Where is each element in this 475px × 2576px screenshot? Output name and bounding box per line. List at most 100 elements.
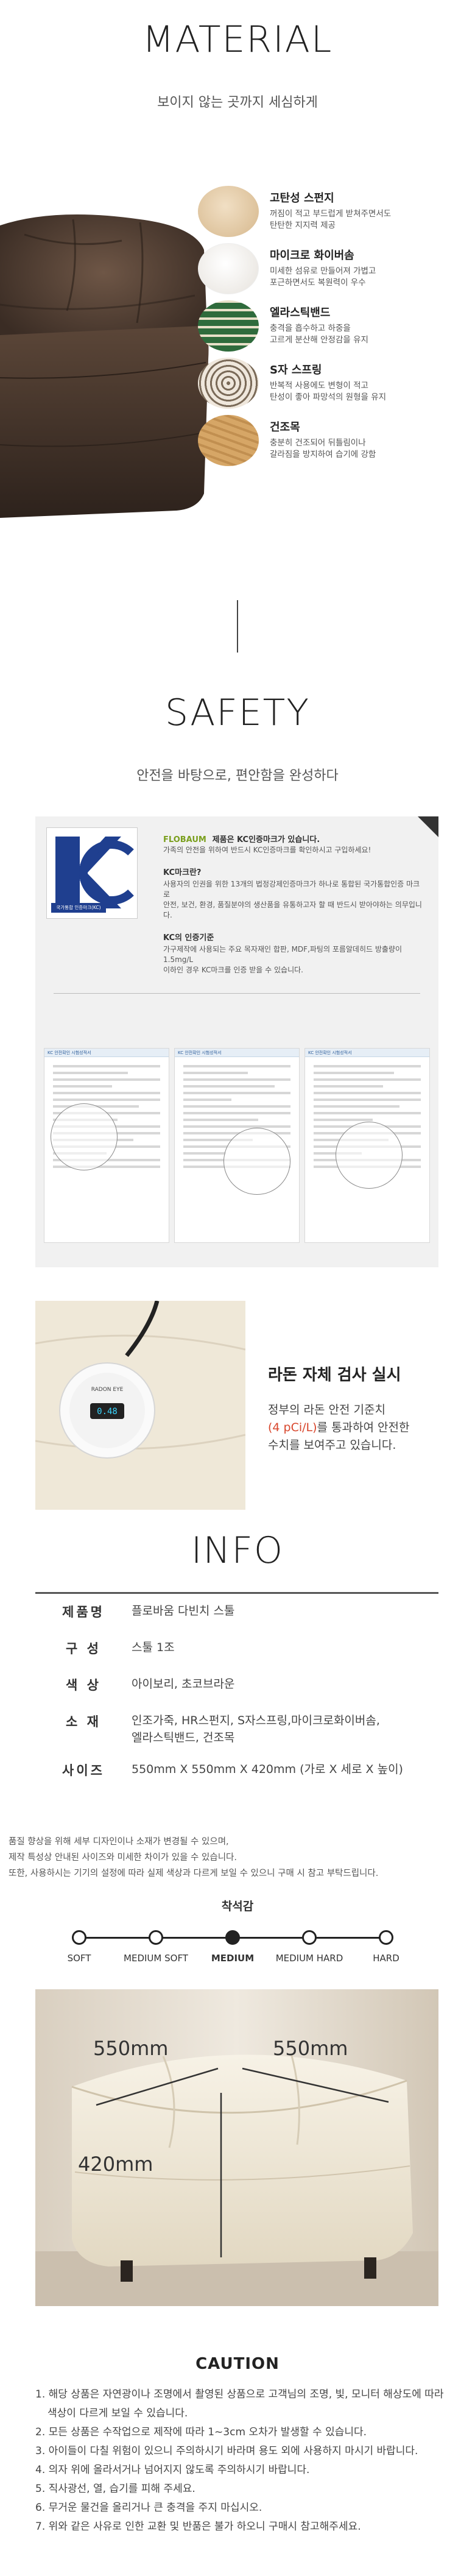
comfort-level-label: MEDIUM: [211, 1953, 255, 1964]
material-list: 고탄성 스펀지 꺼짐이 적고 부드럽게 받쳐주면서도 탄탄한 지지력 제공 마이…: [198, 186, 460, 472]
info-notice: 품질 향상을 위해 세부 디자인이나 소재가 변경될 수 있으며, 제작 특성상…: [9, 1834, 471, 1881]
material-desc: 꺼짐이 적고 부드럽게 받쳐주면서도: [270, 209, 392, 219]
notice-line: 제작 특성상 안내된 사이즈와 미세한 차이가 있을 수 있습니다.: [9, 1853, 237, 1863]
info-top-rule: [35, 1592, 438, 1594]
caution-item: 5. 직사광선, 열, 습기를 피해 주세요.: [35, 2483, 195, 2495]
dried-wood-icon: [198, 415, 259, 466]
radon-title: 라돈 자체 검사 실시: [268, 1366, 401, 1384]
safety-title: SAFETY: [165, 692, 310, 734]
corner-decoration: [418, 816, 438, 837]
material-name: S자 스프링: [270, 364, 322, 377]
elastic-band-icon: [198, 300, 259, 352]
info-row: 제품명 플로바움 다빈치 스툴: [35, 1602, 438, 1639]
info-key: 소 재: [66, 1714, 101, 1729]
info-table: 제품명 플로바움 다빈치 스툴 구 성 스툴 1조 색 상 아이보리, 초코브라…: [35, 1602, 438, 1791]
info-key: 구 성: [66, 1641, 101, 1656]
kc-headline-sub: 가족의 안전을 위하여 반드시 KC인증마크를 확인하시고 구입하세요!: [163, 846, 371, 854]
material-item: 엘라스틱밴드 충격을 흡수하고 하중을 고르게 분산해 안정감을 유지: [198, 300, 460, 358]
material-name: 엘라스틱밴드: [270, 306, 331, 319]
material-name: 건조목: [270, 421, 300, 434]
material-desc: 반복적 사용에도 변형이 적고: [270, 381, 368, 391]
material-title: MATERIAL: [142, 18, 333, 61]
height-label: 420mm: [78, 2153, 153, 2176]
info-key: 색 상: [66, 1678, 101, 1693]
info-value: 엘라스틱밴드, 건조목: [132, 1731, 235, 1744]
magnifier-icon: [51, 1103, 118, 1170]
certificate-document: KC 안전확인 시험성적서: [174, 1048, 300, 1243]
comfort-level-dot: [72, 1930, 86, 1945]
caution-item: 7. 위와 같은 사유로 인한 교환 및 반품은 불가 하오니 구매시 참고해주…: [35, 2521, 361, 2533]
material-desc: 포근하면서도 복원력이 우수: [270, 278, 366, 288]
caution-item: 4. 의자 위에 올라서거나 넘어지지 않도록 주의하시기 바랍니다.: [35, 2464, 310, 2476]
kc-caption: 국가통합 인증마크(KC): [51, 903, 106, 913]
material-item: 고탄성 스펀지 꺼짐이 적고 부드럽게 받쳐주면서도 탄탄한 지지력 제공: [198, 186, 460, 243]
info-row: 색 상 아이보리, 초코브라운: [35, 1675, 438, 1712]
material-item: 마이크로 화이버솜 미세한 섬유로 만들어져 가볍고 포근하면서도 복원력이 우…: [198, 243, 460, 300]
info-key: 사이즈: [62, 1763, 105, 1778]
fiber-cotton-icon: [198, 243, 259, 294]
info-value: 550mm X 550mm X 420mm (가로 X 세로 X 높이): [132, 1763, 403, 1776]
material-desc: 미세한 섬유로 만들어져 가볍고: [270, 266, 376, 276]
caution-item: 1. 해당 상품은 자연광이나 조명에서 촬영된 상품으로 고객님의 조명, 빛…: [35, 2388, 444, 2419]
info-row: 소 재 인조가죽, HR스펀지, S자스프링,마이크로화이버솜, 엘라스틱밴드,…: [35, 1712, 438, 1761]
material-desc: 충격을 흡수하고 하중을: [270, 324, 351, 333]
kc-mark-icon: [55, 837, 134, 908]
certificate-header: KC 안전확인 시험성적서: [178, 1050, 222, 1055]
kc-headline: 제품은 KC인증마크가 있습니다.: [212, 835, 320, 844]
caution-list: 1. 해당 상품은 자연광이나 조명에서 촬영된 상품으로 고객님의 조명, 빛…: [35, 2385, 449, 2536]
kc-answer: 안전, 보건, 환경, 품질분야의 생산품을 유통하고자 할 때 반드시 받아야…: [163, 901, 422, 919]
caution-item: 3. 아이들이 다칠 위험이 있으니 주의하시기 바라며 용도 외에 사용하지 …: [35, 2445, 418, 2457]
info-value: 플로바움 다빈치 스툴: [132, 1604, 235, 1618]
caution-item: 2. 모든 상품은 수작업으로 제작에 따라 1~3cm 오차가 발생할 수 있…: [35, 2426, 367, 2438]
sponge-icon: [198, 186, 259, 237]
radon-test-image: 0.48 RADON EYE: [35, 1301, 245, 1510]
certificate-header: KC 안전확인 시험성적서: [308, 1050, 352, 1055]
info-row: 구 성 스툴 1조: [35, 1639, 438, 1675]
radon-line: 수치를 보여주고 있습니다.: [268, 1438, 396, 1452]
magnifier-icon: [223, 1128, 290, 1195]
kc-certification-panel: 국가통합 인증마크(KC) FLOBAUM 제품은 KC인증마크가 있습니다. …: [35, 816, 438, 1267]
svg-text:0.48: 0.48: [97, 1407, 118, 1417]
info-value: 스툴 1조: [132, 1641, 175, 1654]
radon-description: 정부의 라돈 안전 기준치 (4 pCi/L)를 통과하여 안전한 수치를 보여…: [268, 1401, 409, 1454]
kc-answer: 가구제작에 사용되는 주요 목자재인 합판, MDF,파팅의 포름알데히드 방출…: [163, 945, 403, 964]
kc-answer: 이하인 경우 KC마크를 인증 받을 수 있습니다.: [163, 966, 303, 974]
material-name: 고탄성 스펀지: [270, 192, 334, 205]
material-name: 마이크로 화이버솜: [270, 249, 354, 262]
comfort-level-label: MEDIUM HARD: [275, 1953, 343, 1964]
comfort-level-label: SOFT: [67, 1953, 91, 1964]
certificate-document: KC 안전확인 시험성적서: [304, 1048, 430, 1243]
info-row: 사이즈 550mm X 550mm X 420mm (가로 X 세로 X 높이): [35, 1761, 438, 1791]
info-key: 제품명: [62, 1605, 105, 1619]
comfort-level-label: HARD: [373, 1953, 399, 1964]
comfort-level-dot: [302, 1930, 317, 1945]
s-spring-icon: [198, 358, 259, 409]
material-item: S자 스프링 반복적 사용에도 변형이 적고 탄성이 좋아 파망석의 원형을 유…: [198, 358, 460, 415]
comfort-level-dot: [225, 1930, 240, 1945]
notice-line: 품질 향상을 위해 세부 디자인이나 소재가 변경될 수 있으며,: [9, 1837, 229, 1847]
comfort-level-dot: [149, 1930, 163, 1945]
certificate-document: KC 안전확인 시험성적서: [44, 1048, 169, 1243]
caution-title: CAUTION: [195, 2355, 280, 2373]
certificate-list: KC 안전확인 시험성적서 KC 안전확인 시험성적서 KC 안전확인 시험성적…: [44, 1048, 430, 1243]
radon-line: 정부의 라돈 안전 기준치: [268, 1403, 385, 1417]
material-item: 건조목 충분히 건조되어 뒤틀림이나 갈라짐을 방지하여 습기에 강함: [198, 415, 460, 472]
radon-line: 를 통과하여 안전한: [317, 1421, 410, 1434]
certificate-header: KC 안전확인 시험성적서: [47, 1050, 91, 1055]
kc-info: FLOBAUM 제품은 KC인증마크가 있습니다. 가족의 안전을 위하여 반드…: [163, 835, 425, 975]
stool-dimension-image: 550mm 550mm 420mm: [35, 1989, 438, 2306]
radon-highlight: (4 pCi/L): [268, 1421, 317, 1434]
panel-divider: [54, 993, 420, 994]
device-brand: RADON EYE: [91, 1387, 124, 1393]
kc-question: KC의 인증기준: [163, 933, 214, 943]
info-value: 아이보리, 초코브라운: [132, 1677, 235, 1691]
depth-label: 550mm: [273, 2037, 348, 2060]
section-divider: [237, 600, 238, 653]
info-value: 인조가죽, HR스펀지, S자스프링,마이크로화이버솜,: [132, 1714, 380, 1727]
material-desc: 충분히 건조되어 뒤틀림이나: [270, 438, 366, 448]
material-desc: 갈라짐을 방지하여 습기에 강함: [270, 450, 376, 459]
kc-question: KC마크란?: [163, 868, 202, 877]
material-subtitle: 보이지 않는 곳까지 세심하게: [157, 95, 318, 110]
comfort-title: 착석감: [221, 1900, 254, 1913]
